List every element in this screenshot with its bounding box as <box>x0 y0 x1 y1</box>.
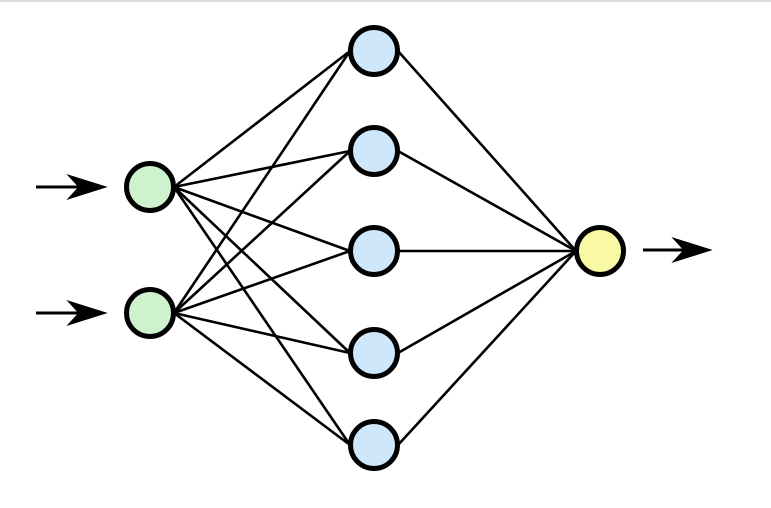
arrows-group <box>36 173 713 327</box>
hidden-node-1 <box>348 25 400 77</box>
hidden-node-4 <box>348 327 400 379</box>
input-arrow-1 <box>36 173 108 201</box>
hidden-node-3 <box>348 225 400 277</box>
nodes-group <box>124 25 626 471</box>
edge-h5-o1 <box>397 250 577 446</box>
edge-i1-h3 <box>173 185 351 253</box>
input-arrow-1-head-icon <box>66 173 108 201</box>
edges-group <box>172 49 577 447</box>
input-node-1 <box>124 161 176 213</box>
edge-i1-h5 <box>172 186 352 446</box>
edge-i2-h4 <box>173 311 351 355</box>
edge-h1-o1 <box>397 50 577 252</box>
edge-h2-o1 <box>397 149 577 253</box>
output-arrow-head-icon <box>671 236 713 264</box>
input-node-2 <box>124 287 176 339</box>
input-arrow-2-head-icon <box>66 299 108 327</box>
hidden-node-2 <box>348 125 400 177</box>
top-border <box>0 0 771 2</box>
output-node-1 <box>574 225 626 277</box>
edge-i2-h3 <box>173 249 351 315</box>
edge-i2-h2 <box>173 150 351 314</box>
edge-h4-o1 <box>397 249 577 355</box>
edge-i2-h1 <box>172 50 352 314</box>
output-arrow <box>643 236 713 264</box>
edge-i1-h4 <box>173 186 351 354</box>
edge-i1-h2 <box>173 149 351 189</box>
edge-i2-h5 <box>173 311 351 447</box>
edge-i1-h1 <box>173 49 351 189</box>
hidden-node-5 <box>348 419 400 471</box>
input-arrow-2 <box>36 299 108 327</box>
